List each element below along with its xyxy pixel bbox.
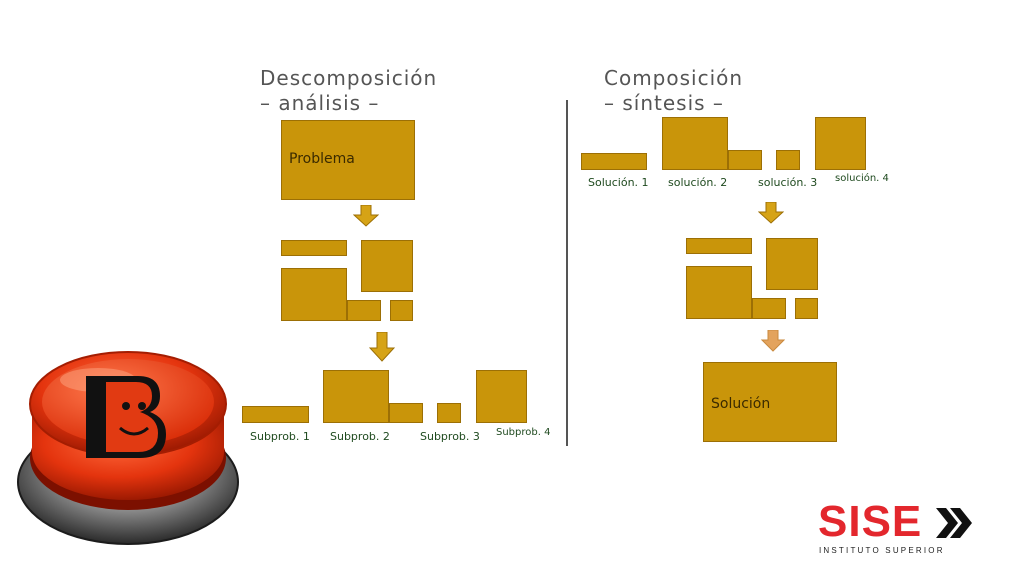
column-divider <box>566 100 568 446</box>
decomp-piece-2 <box>281 268 347 321</box>
subproblem-4-box <box>476 370 527 423</box>
solution-3-label: solución. 3 <box>758 176 818 189</box>
solution-3-box <box>776 150 800 170</box>
subproblem-4-label: Subprob. 4 <box>496 427 551 438</box>
comp-piece-4 <box>752 298 786 319</box>
brand-logo-subtitle: INSTITUTO SUPERIOR <box>819 546 945 555</box>
decomp-piece-1 <box>281 240 347 256</box>
arrow-down-icon <box>353 205 379 227</box>
solution-4-box <box>815 117 866 170</box>
arrow-down-icon <box>758 202 784 224</box>
composition-subtitle: – síntesis – <box>604 91 724 115</box>
subproblem-1-label: Subprob. 1 <box>250 430 310 443</box>
red-push-button-icon <box>17 351 239 545</box>
solution-1-box <box>581 153 647 170</box>
decomp-piece-5 <box>390 300 413 321</box>
solution-box <box>703 362 837 442</box>
subproblem-1-box <box>242 406 309 423</box>
comp-piece-1 <box>686 238 752 254</box>
arrow-down-icon <box>761 330 785 352</box>
problem-label: Problema <box>289 151 355 167</box>
solution-2b-box <box>728 150 762 170</box>
solution-2-label: solución. 2 <box>668 176 728 189</box>
subproblem-3-box <box>437 403 461 423</box>
solution-2-box <box>662 117 728 170</box>
decomposition-subtitle: – análisis – <box>260 91 380 115</box>
subproblem-2-box <box>323 370 389 423</box>
subproblem-3-label: Subprob. 3 <box>420 430 480 443</box>
solution-4-label: solución. 4 <box>835 173 889 184</box>
composition-title: Composición <box>604 66 744 90</box>
double-chevron-right-icon <box>936 508 972 538</box>
solution-label: Solución <box>711 396 771 412</box>
subproblem-2-label: Subprob. 2 <box>330 430 390 443</box>
decomp-piece-3 <box>361 240 413 292</box>
comp-piece-2 <box>686 266 752 319</box>
arrow-down-icon <box>369 332 395 362</box>
solution-1-label: Solución. 1 <box>588 176 649 189</box>
comp-piece-5 <box>795 298 818 319</box>
subproblem-2b-box <box>389 403 423 423</box>
brand-logo-text: SISE <box>818 497 923 546</box>
comp-piece-3 <box>766 238 818 290</box>
decomp-piece-4 <box>347 300 381 321</box>
decomposition-title: Descomposición <box>260 66 438 90</box>
problem-box <box>281 120 415 200</box>
